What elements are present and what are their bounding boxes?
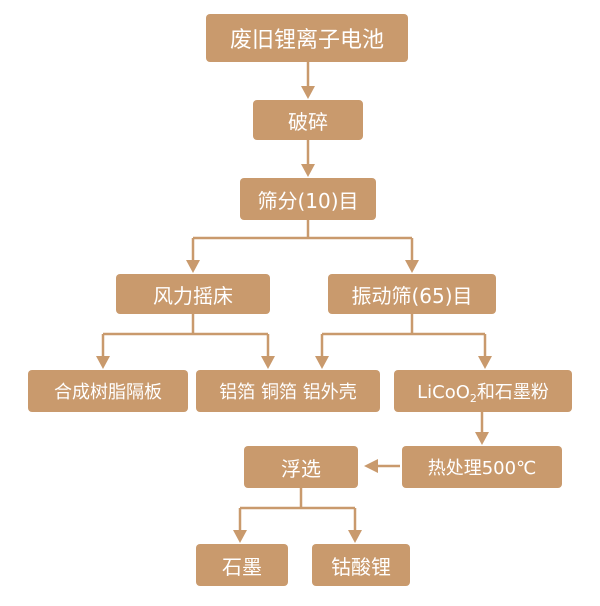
- arrow-to-metals-from-wind: [261, 356, 275, 369]
- arrow-to-crush: [301, 86, 315, 99]
- node-vibrating-sieve: 振动筛(65)目: [328, 274, 496, 314]
- arrow-to-wind: [186, 260, 200, 273]
- arrow-to-heat: [475, 432, 489, 445]
- node-lithium-cobaltate-label: 钴酸锂: [331, 554, 391, 579]
- arrow-to-cobalt: [348, 530, 362, 543]
- node-crush: 破碎: [253, 100, 363, 140]
- licoo2-text: LiCoO: [417, 381, 470, 403]
- arrow-to-licoo2: [478, 356, 492, 369]
- node-wind-table-label: 风力摇床: [153, 283, 233, 308]
- node-resin-separator-label: 合成树脂隔板: [54, 382, 162, 403]
- arrow-to-resin: [96, 356, 110, 369]
- node-licoo2-graphite-label: LiCoO2和石墨粉: [417, 378, 549, 405]
- connector-wind-split: [101, 314, 270, 356]
- node-sieve-10: 筛分(10)目: [240, 178, 376, 220]
- node-licoo2-graphite: LiCoO2和石墨粉: [394, 370, 572, 412]
- node-metal-foils-label: 铝箔 铜箔 铝外壳: [219, 382, 357, 403]
- node-metal-foils: 铝箔 铜箔 铝外壳: [196, 370, 380, 412]
- arrow-to-metals-from-vib: [315, 356, 329, 369]
- graphite-powder-text: 和石墨粉: [476, 381, 549, 403]
- node-crush-label: 破碎: [288, 109, 328, 134]
- node-vibrating-sieve-label: 振动筛(65)目: [351, 283, 473, 308]
- arrow-to-vib: [405, 260, 419, 273]
- node-heat-treatment: 热处理500℃: [402, 446, 562, 488]
- node-graphite-label: 石墨: [222, 554, 262, 579]
- node-lithium-cobaltate: 钴酸锂: [312, 544, 410, 586]
- arrow-to-graphite: [233, 530, 247, 543]
- connector-vib-split: [320, 314, 487, 356]
- node-flotation-label: 浮选: [281, 456, 321, 481]
- arrow-to-sieve: [301, 164, 315, 177]
- connector-float-split: [238, 488, 357, 530]
- node-waste-battery-label: 废旧锂离子电池: [229, 28, 384, 53]
- node-waste-battery: 废旧锂离子电池: [206, 14, 408, 62]
- connector-sieve-split: [191, 220, 414, 260]
- node-resin-separator: 合成树脂隔板: [28, 370, 188, 412]
- node-heat-treatment-label: 热处理500℃: [427, 458, 537, 479]
- arrow-to-float: [364, 459, 378, 473]
- node-flotation: 浮选: [244, 446, 358, 488]
- node-wind-table: 风力摇床: [116, 274, 270, 314]
- node-graphite: 石墨: [196, 544, 288, 586]
- licoo2-subscript: 2: [469, 391, 477, 405]
- node-sieve-10-label: 筛分(10)目: [257, 188, 359, 213]
